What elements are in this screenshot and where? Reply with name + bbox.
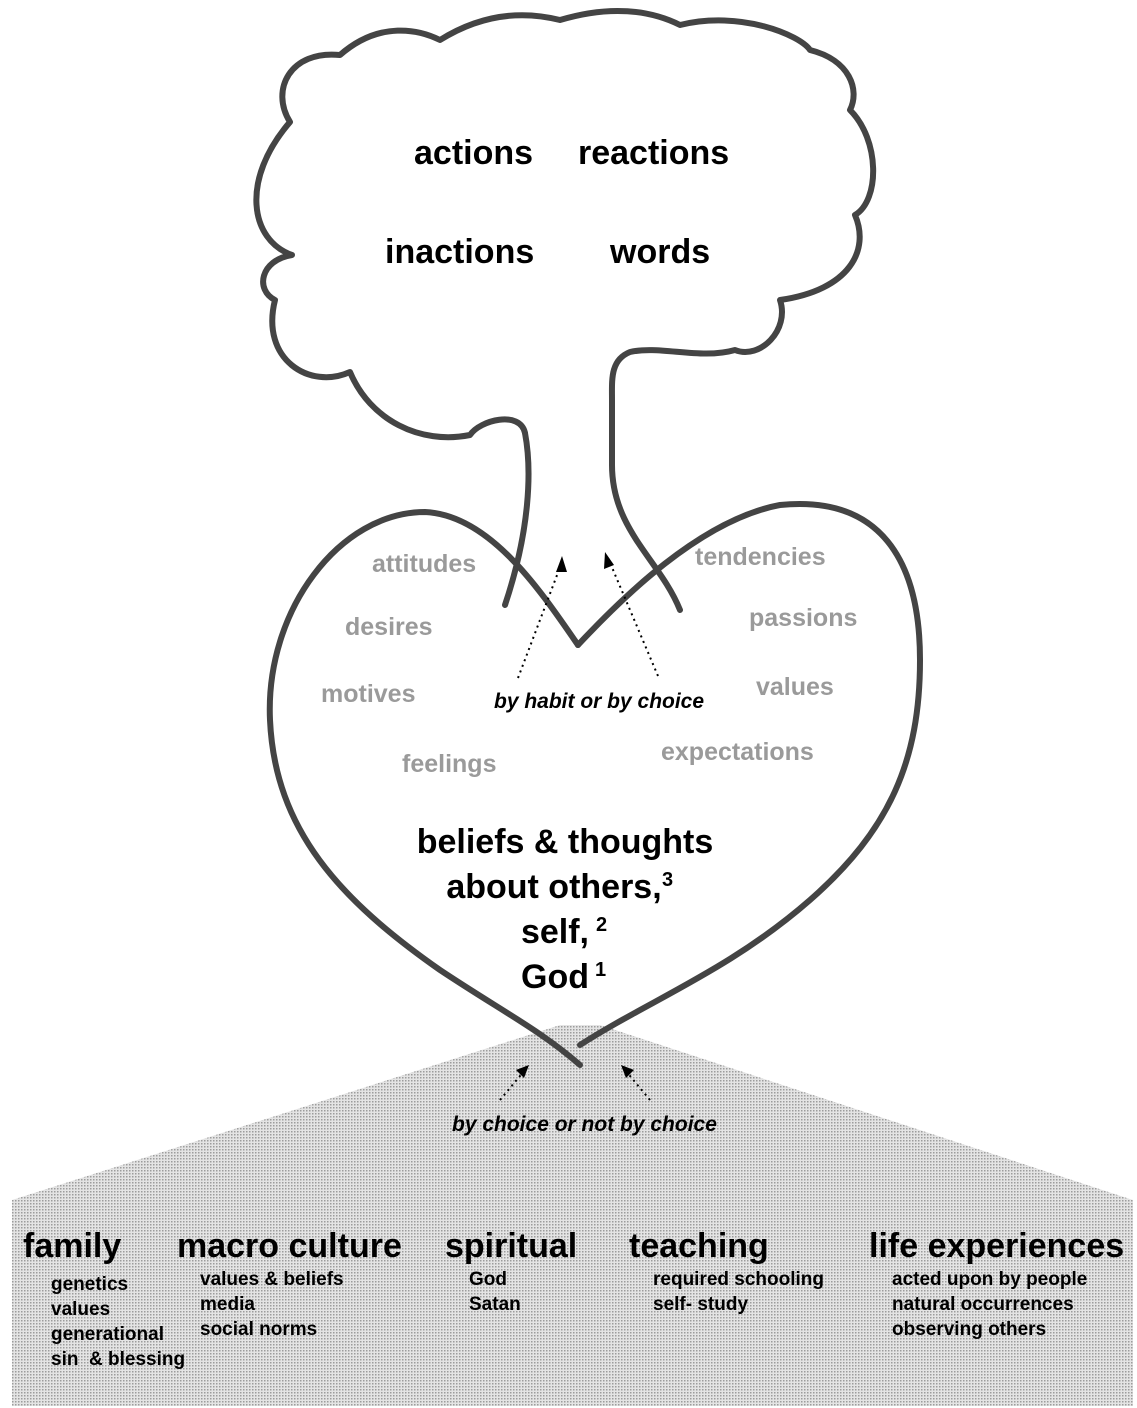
heart-word-feelings: feelings: [402, 750, 496, 778]
category-teaching: teaching required schooling self- study: [629, 1227, 824, 1315]
habit-arrow-left: [517, 561, 563, 679]
core-line-beliefs: beliefs & thoughts: [417, 823, 714, 861]
choice-arrow-left: [499, 1069, 526, 1101]
heart-word-attitudes: attitudes: [372, 550, 476, 578]
habit-choice-note: by habit or by choice: [494, 690, 704, 713]
outcome-actions: actions: [414, 134, 533, 172]
core-line-self: self,: [521, 913, 589, 951]
heart-word-passions: passions: [749, 604, 857, 632]
heart-word-tendencies: tendencies: [695, 543, 826, 571]
choice-arrow-right: [624, 1069, 651, 1101]
category-item: social norms: [200, 1319, 317, 1340]
core-ref-others: 3: [662, 869, 673, 891]
influences-base-shape: [12, 1025, 1133, 1406]
category-item: required schooling: [653, 1269, 824, 1290]
habit-arrowhead-left: [556, 556, 567, 572]
outcome-inactions: inactions: [385, 233, 534, 271]
category-item: Satan: [469, 1294, 521, 1315]
category-spiritual: spiritual God Satan: [445, 1227, 577, 1315]
core-line-others: about others,: [446, 868, 661, 906]
heart-word-motives: motives: [321, 680, 415, 708]
category-item: generational: [51, 1324, 164, 1345]
habit-arrows: [517, 552, 659, 679]
core-ref-god: 1: [595, 959, 606, 981]
category-title-life-experiences: life experiences: [869, 1227, 1124, 1265]
choice-arrowhead-left: [516, 1065, 529, 1078]
habit-arrowhead-right: [604, 552, 614, 569]
category-item: natural occurrences: [892, 1294, 1074, 1315]
category-macro-culture: macro culture values & beliefs media soc…: [177, 1227, 402, 1340]
trunk-left-line: [502, 430, 532, 608]
category-title-teaching: teaching: [629, 1227, 769, 1265]
category-item: sin & blessing: [51, 1349, 185, 1370]
category-item: acted upon by people: [892, 1269, 1087, 1290]
category-item: God: [469, 1269, 507, 1290]
heart-outline-right: [575, 501, 923, 1048]
trunk-right-line: [609, 462, 683, 613]
category-item: values: [51, 1299, 110, 1320]
choice-note: by choice or not by choice: [452, 1113, 717, 1136]
category-title-family: family: [23, 1227, 121, 1265]
heart-word-expectations: expectations: [661, 738, 814, 766]
heart-outline: [266, 509, 583, 1068]
heart-word-values: values: [756, 673, 834, 701]
cloud-outline: [253, 7, 877, 468]
core-line-god: God: [521, 958, 589, 996]
category-item: genetics: [51, 1274, 128, 1295]
category-family: family genetics values generational sin …: [23, 1227, 185, 1370]
category-life-experiences: life experiences acted upon by people na…: [869, 1227, 1124, 1340]
category-title-spiritual: spiritual: [445, 1227, 577, 1265]
choice-arrows: [499, 1065, 651, 1101]
choice-arrowhead-right: [621, 1065, 634, 1078]
outcome-reactions: reactions: [578, 134, 729, 172]
category-item: self- study: [653, 1294, 748, 1315]
category-item: media: [200, 1294, 255, 1315]
category-item: observing others: [892, 1319, 1046, 1340]
category-item: values & beliefs: [200, 1269, 344, 1290]
heart-word-desires: desires: [345, 613, 433, 641]
outcome-words: words: [609, 233, 710, 271]
category-title-macro-culture: macro culture: [177, 1227, 402, 1265]
core-ref-self: 2: [596, 914, 607, 936]
